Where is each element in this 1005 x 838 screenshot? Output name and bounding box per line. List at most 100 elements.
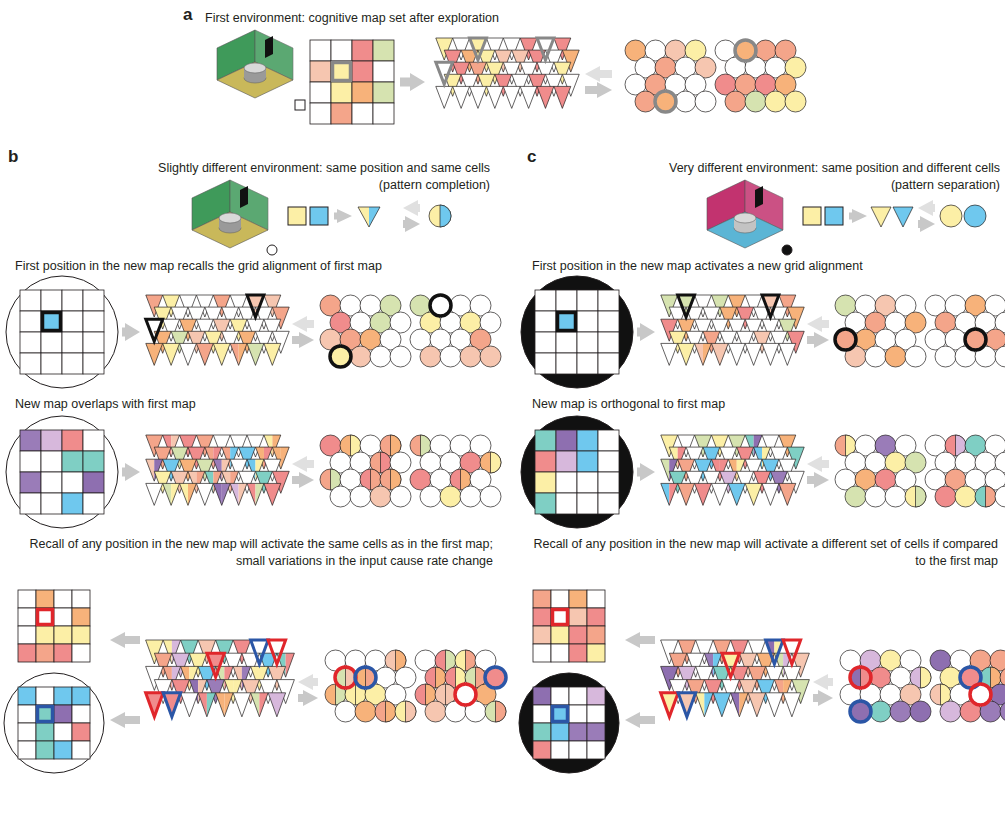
grid-cell [18,741,36,759]
grid-cell [310,207,328,225]
grid-cell [587,644,605,662]
grid-cell [587,626,605,644]
place-cell [835,329,856,350]
room-door [265,36,273,58]
grid-cell [533,590,551,608]
grid-cell [556,451,577,472]
grid-cell [36,687,54,705]
grid-cell-triangle [783,693,801,717]
grid-highlight [553,707,568,722]
grid-cell-triangle [766,693,784,717]
flow-arrow [918,200,935,216]
place-cell [725,91,746,112]
cell-highlight [965,329,986,350]
grid-cell-triangle [762,343,779,365]
grid-cell-triangle [163,483,180,505]
grid-cell-triangle [661,693,679,717]
place-cell [986,486,997,507]
grid-cell-triangle [180,483,197,505]
grid-cell-triangle [198,693,216,717]
flow-arrow [298,690,318,706]
grid-cell [20,290,41,311]
panel-caption: First environment: cognitive map set aft… [205,10,499,27]
grid-cell [18,644,36,662]
place-cell [675,91,696,112]
grid-cell-triangle [695,343,712,365]
grid-cell-triangle [745,343,762,365]
grid-cell-triangle [661,483,678,505]
place-cell [865,346,886,367]
grid-cell-triangle [146,693,164,717]
flow-arrow [292,316,314,332]
place-cell [420,486,441,507]
place-cell [390,346,411,367]
grid-cell [535,332,556,353]
place-cell [885,346,906,367]
grid-cell [598,451,619,472]
room-floor [217,62,293,98]
grid-cell [577,451,598,472]
grid-cell [577,353,598,374]
grid-cell [556,472,577,493]
flow-arrow [807,472,829,488]
grid-cell-triangle [893,207,913,227]
grid-cell-triangle [711,483,728,505]
place-cell [425,701,446,722]
grid-cell [535,311,556,332]
place-cell [970,684,991,705]
place-cell [975,486,996,507]
grid-cell [535,353,556,374]
grid-cell-triangle [503,86,520,108]
grid-cell-triangle [520,86,537,108]
grid-cell [288,207,306,225]
grid-cell [577,332,598,353]
grid-cell [18,626,36,644]
grid-cell [331,82,352,103]
grid-cell [569,741,587,759]
grid-cell [54,705,72,723]
grid-cell [18,687,36,705]
grid-cell-triangle [230,343,247,365]
grid-cell [598,332,619,353]
grid-cell-triangle [678,693,696,717]
flow-arrow [110,712,140,728]
grid-highlight [553,610,568,625]
grid-cell-triangle [146,483,163,505]
grid-cell [598,353,619,374]
grid-cell [587,741,605,759]
panel-caption: First position in the new map recalls th… [15,258,505,275]
panel-caption: Recall of any position in the new map wi… [15,536,493,570]
grid-highlight [43,313,61,331]
place-cell [430,295,451,316]
grid-cell [331,40,352,61]
grid-cell [352,61,373,82]
grid-cell-triangle [268,693,286,717]
grid-cell [551,687,569,705]
grid-cell [36,723,54,741]
grid-cell-triangle [163,693,181,717]
grid-cell [577,290,598,311]
grid-cell [72,723,90,741]
place-cell [429,205,451,227]
grid-cell-triangle [163,343,180,365]
flow-arrow [403,216,420,232]
grid-cell-triangle [779,343,796,365]
grid-cell-triangle [711,343,728,365]
grid-cell-triangle [453,86,470,108]
grid-cell-triangle [696,693,714,717]
cell-highlight [735,40,756,61]
grid-cell [72,644,90,662]
cell-highlight [835,329,856,350]
flow-arrow [334,209,352,223]
place-cell [905,346,926,367]
place-cell [330,346,351,367]
place-cell [655,91,676,112]
grid-cell [83,332,104,353]
flow-arrow [585,66,612,82]
grid-cell [83,493,104,514]
context-circle [6,416,118,528]
grid-cell-triangle [207,653,225,677]
grid-cell [62,451,83,472]
grid-cell-triangle [728,483,745,505]
